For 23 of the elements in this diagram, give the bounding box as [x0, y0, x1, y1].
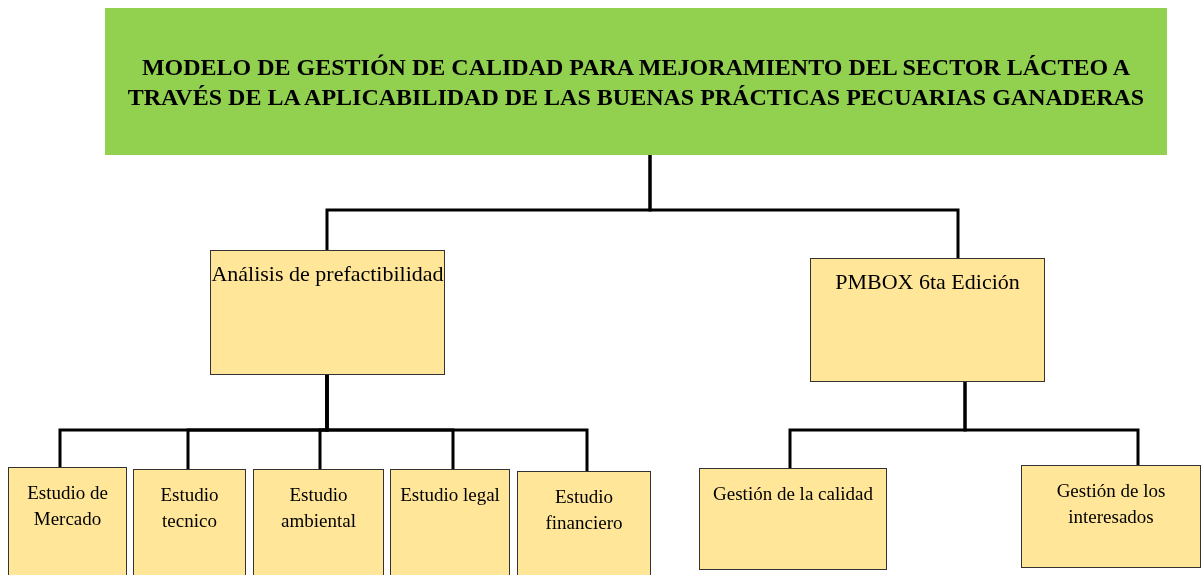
connector-line [325, 375, 589, 471]
process-box [699, 468, 887, 570]
node-text: Estudio legal [400, 483, 500, 507]
process-box [517, 471, 651, 575]
process-box [8, 467, 127, 575]
process-box [253, 469, 384, 575]
node-text: Estudio ambiental [280, 483, 357, 533]
process-box [133, 469, 246, 575]
process-box [810, 258, 1045, 382]
node-text: Análisis de prefactibilidad [211, 260, 444, 288]
node-text: MODELO DE GESTIÓN DE CALIDAD PARA MEJORAMIENTO DEL SECTOR LÁCTEO A TRAVÉS DE LA APLICABILIDAD DE LAS BUENAS PRÁCTICAS PECUARIAS GANADERAS [126, 52, 1146, 112]
node-text: Gestión de los interesados [1055, 479, 1167, 529]
connector-line [648, 155, 960, 258]
process-box [1021, 465, 1201, 568]
process-box [210, 250, 445, 375]
node-text: PMBOX 6ta Edición [835, 268, 1020, 296]
node-text: Estudio tecnico [159, 483, 220, 533]
node-text: Gestión de la calidad [713, 482, 873, 506]
process-box [390, 469, 510, 575]
node-text: Estudio financiero [544, 485, 624, 535]
node-text: Estudio de Mercado [26, 481, 109, 531]
connector-line [963, 382, 1140, 465]
title-box [105, 8, 1167, 155]
